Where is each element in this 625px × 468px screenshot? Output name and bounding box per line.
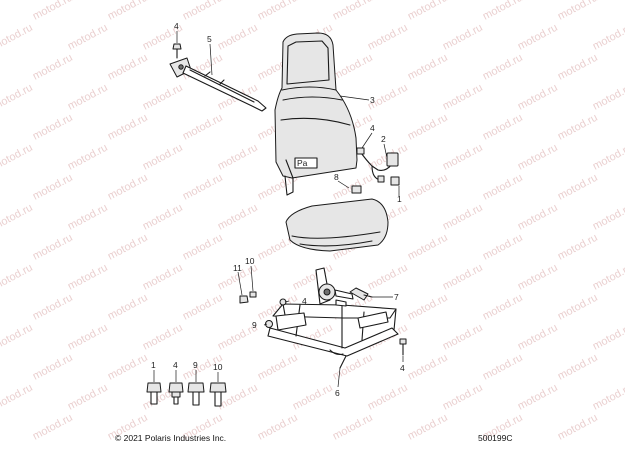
callout-2: 2 — [381, 134, 386, 144]
callout-4-top: 4 — [174, 21, 179, 31]
callout-7: 7 — [394, 292, 399, 302]
callout-1: 1 — [397, 194, 402, 204]
callout-5: 5 — [207, 34, 212, 44]
legend-nut-4 — [168, 382, 184, 405]
wiring-harness-part — [351, 147, 400, 194]
callout-4-mid: 4 — [302, 296, 307, 306]
hardware-legend — [146, 382, 227, 407]
callout-3: 3 — [370, 95, 375, 105]
callout-4-right: 4 — [400, 363, 405, 373]
leader-lines — [153, 31, 404, 388]
frame-fasteners — [239, 291, 407, 356]
callout-11: 11 — [233, 263, 242, 273]
legend-callout-4: 4 — [173, 360, 178, 370]
seat-belt-part — [169, 57, 267, 112]
legend-bolt-1 — [146, 382, 162, 405]
seat-frame-part — [267, 267, 399, 369]
legend-bolt-10 — [209, 382, 227, 407]
legend-callout-10: 10 — [213, 362, 223, 372]
copyright-text: © 2021 Polaris Industries Inc. — [115, 433, 227, 443]
legend-callout-9: 9 — [193, 360, 198, 370]
legend-callout-1: 1 — [151, 360, 156, 370]
adjuster-lever-part — [349, 287, 373, 301]
callout-6: 6 — [335, 388, 340, 398]
svg-text:Pa: Pa — [297, 158, 308, 168]
seat-back-part: Pa — [274, 32, 358, 196]
diagram-code: 500199C — [478, 433, 513, 443]
legend-bolt-9 — [187, 382, 205, 406]
callout-9: 9 — [252, 320, 257, 330]
callout-4-harness: 4 — [370, 123, 375, 133]
bolt-top — [172, 43, 182, 59]
callout-labels: 4 5 3 4 2 8 1 11 10 4 9 7 6 4 1 4 9 10 — [151, 21, 405, 398]
callout-8: 8 — [334, 172, 339, 182]
callout-10-left: 10 — [245, 256, 255, 266]
seat-cushion-part — [285, 198, 389, 252]
